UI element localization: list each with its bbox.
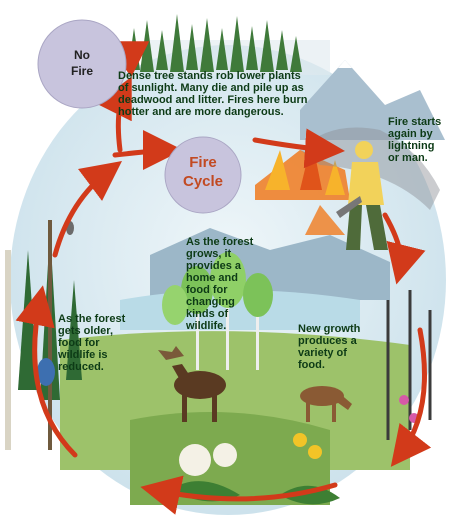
moose xyxy=(158,346,226,422)
cycle-arrows xyxy=(15,41,432,515)
firefighter-figure xyxy=(336,141,388,250)
no-fire-label: No Fire xyxy=(70,48,93,78)
arrow-to-top-left xyxy=(52,160,122,258)
caption-fire-starts: Fire starts again by lightning or man. xyxy=(388,116,442,164)
arrow-up-left xyxy=(15,285,78,458)
bluebird xyxy=(37,358,55,386)
arrow-to-fire-cycle xyxy=(112,130,183,171)
caption-new-growth: New growth produces a variety of food. xyxy=(298,323,361,371)
caption-forest-older: As the forest gets older, food for wildl… xyxy=(58,313,126,373)
elk xyxy=(300,386,352,422)
fire-cycle-bubble xyxy=(164,136,242,214)
arrow-bottom xyxy=(140,475,338,515)
caption-dense-stands: Dense tree stands rob lower plants of su… xyxy=(118,70,308,118)
caption-forest-grows: As the forest grows, it provides a home … xyxy=(186,236,254,332)
arrow-to-new-growth xyxy=(382,212,426,285)
aspen-grove xyxy=(162,252,273,370)
arrow-to-no-fire-branch xyxy=(95,76,132,153)
no-fire-bubble xyxy=(37,19,127,109)
fire-cycle-label: Fire Cycle xyxy=(182,154,224,190)
arrow-to-fire-start xyxy=(252,128,345,169)
arrow-down-right xyxy=(390,327,432,467)
